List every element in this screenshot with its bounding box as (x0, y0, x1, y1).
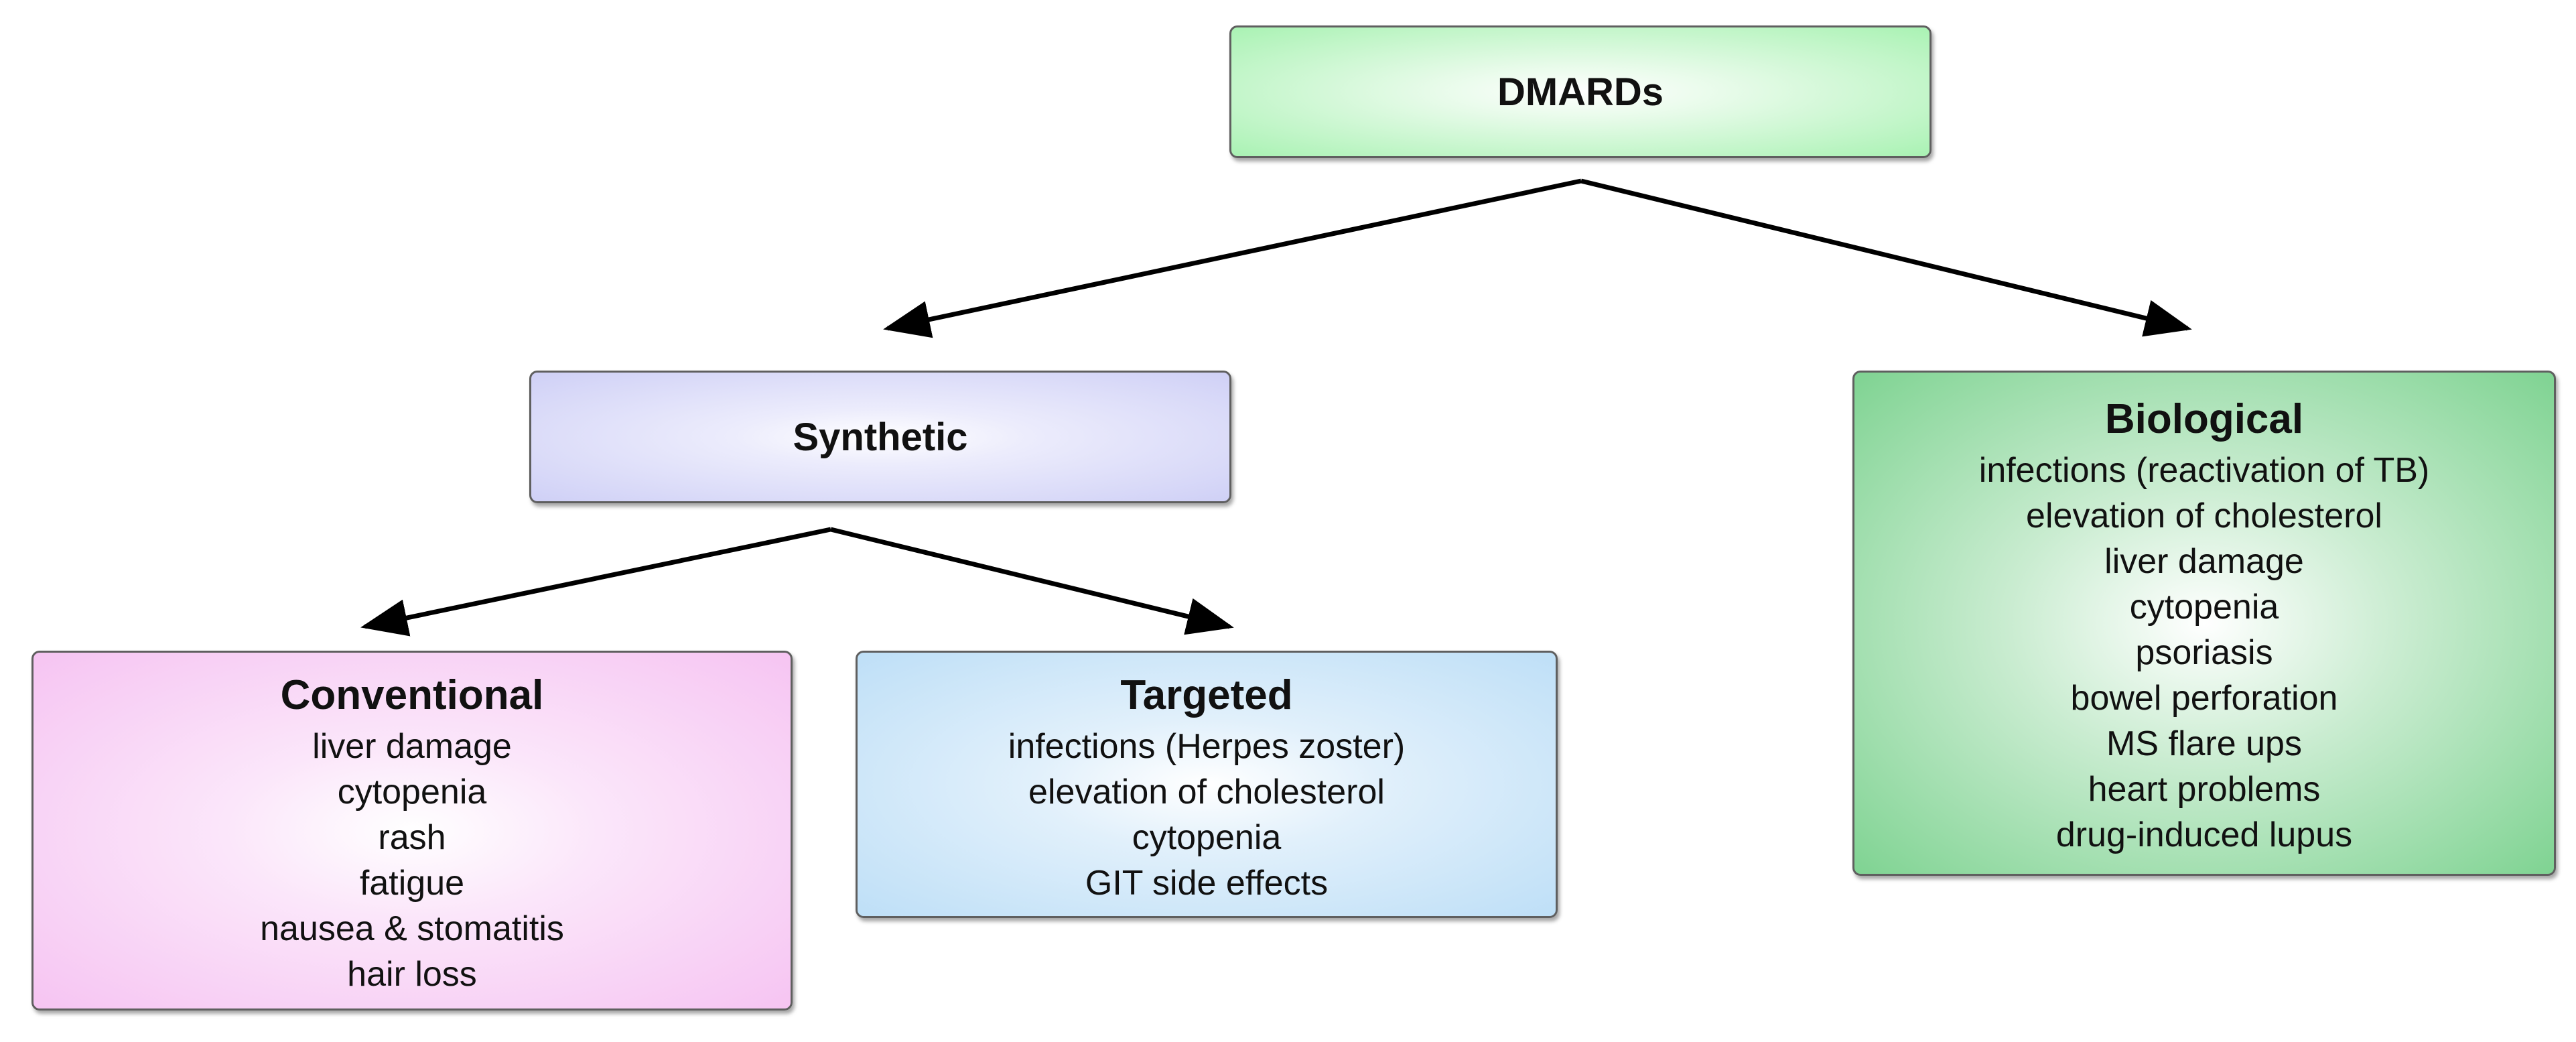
node-synthetic: Synthetic (529, 371, 1231, 503)
list-item: hair loss (347, 955, 477, 994)
list-item: fatigue (359, 864, 465, 903)
list-item: liver damage (2104, 542, 2304, 581)
arrow-root-to-synthetic (883, 178, 1582, 338)
arrow-synthetic-to-targeted (830, 527, 1234, 635)
node-title: DMARDs (1497, 70, 1664, 114)
list-item: MS flare ups (2106, 724, 2302, 763)
side-effect-list: infections (Herpes zoster) elevation of … (858, 724, 1556, 906)
side-effect-list: infections (reactivation of TB) elevatio… (1854, 448, 2554, 858)
node-title: Synthetic (793, 415, 968, 459)
side-effect-list: liver damage cytopenia rash fatigue naus… (33, 724, 791, 997)
list-item: cytopenia (2129, 588, 2279, 627)
node-targeted: Targeted infections (Herpes zoster) elev… (856, 651, 1558, 918)
list-item: elevation of cholesterol (2026, 497, 2382, 535)
list-item: nausea & stomatitis (260, 909, 564, 948)
node-title: Targeted (1120, 672, 1293, 718)
list-item: infections (reactivation of TB) (1978, 451, 2430, 490)
list-item: bowel perforation (2070, 679, 2338, 718)
node-conventional: Conventional liver damage cytopenia rash… (31, 651, 793, 1011)
node-dmards: DMARDs (1229, 25, 1931, 158)
list-item: psoriasis (2135, 633, 2273, 672)
list-item: cytopenia (337, 773, 487, 811)
list-item: liver damage (312, 727, 512, 766)
node-title: Conventional (280, 672, 544, 718)
list-item: elevation of cholesterol (1028, 773, 1385, 811)
list-item: cytopenia (1132, 818, 1282, 857)
arrow-root-to-biological (1580, 178, 2192, 337)
arrow-synthetic-to-conventional (360, 527, 831, 637)
list-item: GIT side effects (1085, 864, 1329, 903)
node-title: Biological (2104, 396, 2304, 442)
list-item: rash (378, 818, 446, 857)
list-item: drug-induced lupus (2055, 816, 2353, 854)
node-biological: Biological infections (reactivation of T… (1852, 371, 2556, 876)
list-item: infections (Herpes zoster) (1008, 727, 1406, 766)
list-item: heart problems (2088, 770, 2321, 809)
